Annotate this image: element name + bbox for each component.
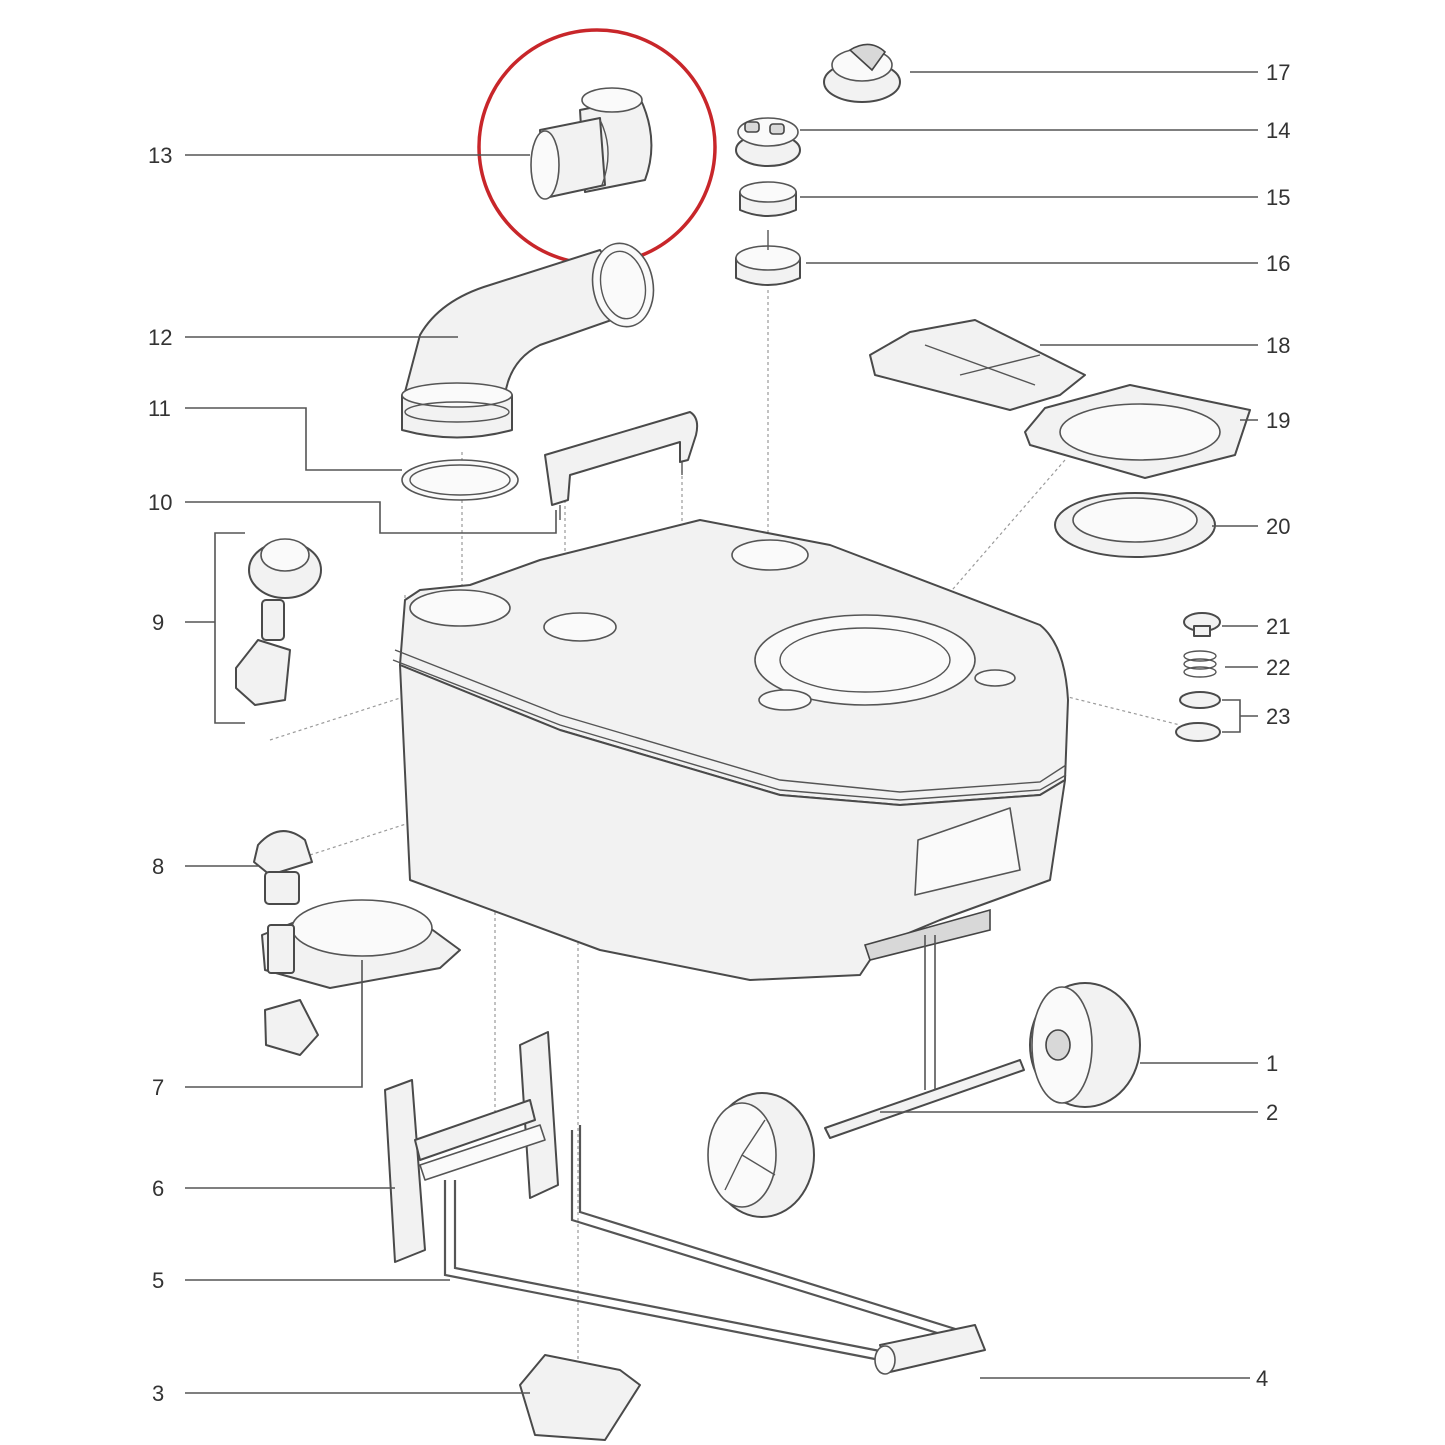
label-part-17: 17	[1266, 60, 1290, 85]
label-part-20: 20	[1266, 514, 1290, 539]
part-3-foot-bracket[interactable]	[519, 1354, 641, 1441]
part-9-valve[interactable]	[235, 538, 322, 706]
part-21-button[interactable]	[1183, 612, 1221, 637]
label-part-16: 16	[1266, 251, 1290, 276]
label-part-11: 11	[148, 396, 171, 421]
part-17-cap[interactable]	[823, 43, 901, 103]
part-20-seal[interactable]	[1054, 492, 1216, 558]
label-part-14: 14	[1266, 118, 1290, 143]
label-part-7: 7	[152, 1075, 164, 1100]
part-15-ring[interactable]	[739, 181, 797, 217]
label-part-19: 19	[1266, 408, 1290, 433]
part-6-frame[interactable]	[384, 1031, 559, 1263]
part-19-flange[interactable]	[1024, 384, 1251, 479]
part-1-wheel[interactable]	[1029, 982, 1141, 1108]
part-labels: 1 2 3 4 5 6 7 8 9 10 11 12 13 14 15 16 1…	[148, 60, 1290, 1406]
label-part-6: 6	[152, 1176, 164, 1201]
label-part-18: 18	[1266, 333, 1290, 358]
part-22-spring[interactable]	[1183, 650, 1217, 678]
holding-tank	[392, 519, 1069, 981]
part-2-axle[interactable]	[824, 1059, 1025, 1139]
label-part-23: 23	[1266, 704, 1290, 729]
label-part-8: 8	[152, 854, 164, 879]
part-23-valve-pieces[interactable]	[1175, 691, 1221, 742]
label-part-3: 3	[152, 1381, 164, 1406]
part-10-handle[interactable]	[544, 411, 699, 520]
label-part-9: 9	[152, 610, 164, 635]
label-part-2: 2	[1266, 1100, 1278, 1125]
second-wheel	[707, 1092, 815, 1218]
label-part-5: 5	[152, 1268, 164, 1293]
label-part-1: 1	[1266, 1051, 1278, 1076]
part-14-cap[interactable]	[735, 117, 801, 167]
part-18-slide-plate[interactable]	[869, 319, 1086, 411]
part-5-bracket-rod[interactable]	[443, 1125, 966, 1362]
part-7-piston[interactable]	[261, 899, 461, 1056]
label-part-22: 22	[1266, 655, 1290, 680]
part-13-cap[interactable]	[530, 87, 653, 200]
label-part-13: 13	[148, 143, 172, 168]
label-part-10: 10	[148, 490, 172, 515]
leader-lines	[185, 71, 1258, 1394]
part-8-cap[interactable]	[253, 830, 313, 905]
label-part-21: 21	[1266, 614, 1290, 639]
label-part-15: 15	[1266, 185, 1290, 210]
part-12-elbow-pipe[interactable]	[401, 238, 660, 439]
part-11-o-ring[interactable]	[401, 459, 519, 501]
part-4-handle-bar[interactable]	[874, 1324, 986, 1375]
part-16-valve[interactable]	[735, 230, 801, 286]
label-part-4: 4	[1256, 1366, 1268, 1391]
label-part-12: 12	[148, 325, 172, 350]
